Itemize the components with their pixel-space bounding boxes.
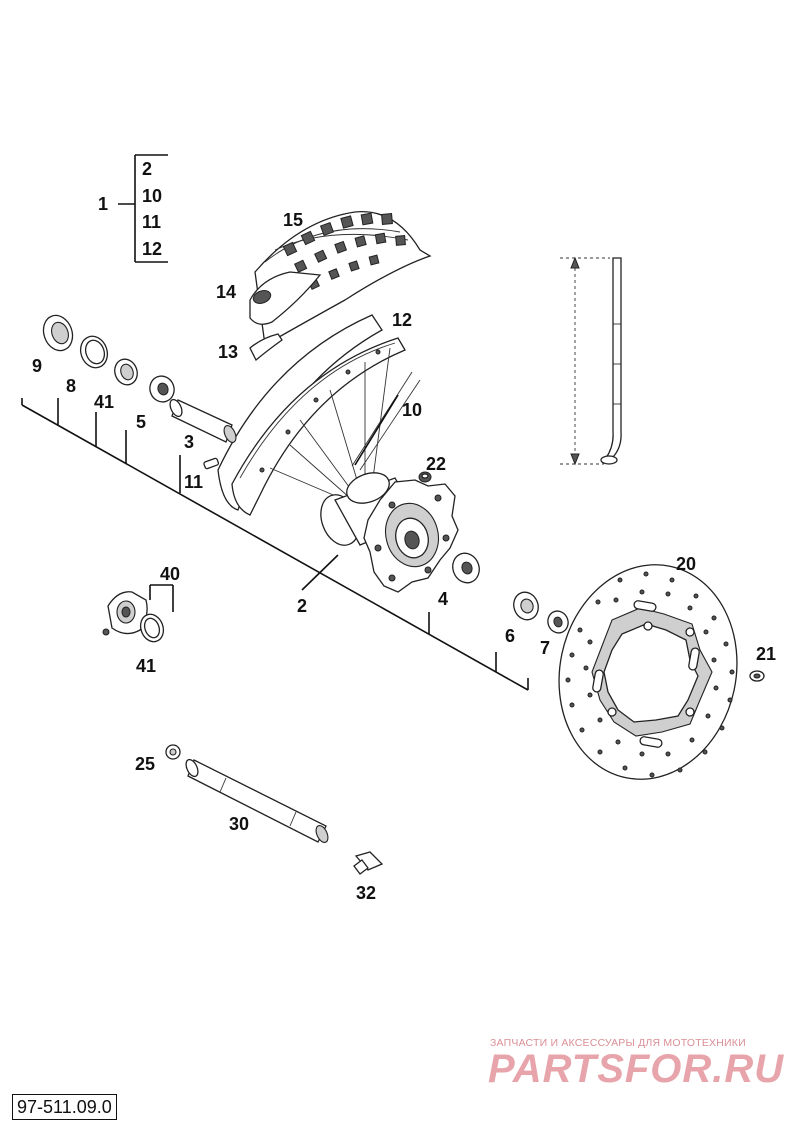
label-40: 40 — [160, 564, 180, 584]
ring-41 — [114, 358, 138, 386]
label-25: 25 — [135, 754, 155, 774]
ring-8 — [79, 335, 109, 369]
rim — [217, 314, 406, 516]
seal-6 — [513, 591, 539, 621]
label-22: 22 — [426, 454, 446, 474]
label-12-bracket: 12 — [142, 239, 162, 259]
tyre — [254, 211, 432, 347]
label-8: 8 — [66, 376, 76, 396]
spokes — [269, 347, 421, 501]
hub — [320, 472, 459, 593]
label-10-bracket: 10 — [142, 186, 162, 206]
spacer-7 — [547, 610, 569, 634]
label-3: 3 — [184, 432, 194, 452]
label-2: 2 — [297, 596, 307, 616]
label-30: 30 — [229, 814, 249, 834]
label-11-bracket: 11 — [142, 212, 161, 232]
bolt-11 — [203, 457, 220, 470]
label-6: 6 — [505, 626, 515, 646]
label-4: 4 — [438, 589, 448, 609]
axle-nut-25 — [165, 744, 181, 760]
seal-9 — [42, 314, 74, 352]
speedo-drive — [102, 584, 174, 643]
axle-30 — [185, 758, 329, 843]
label-41-left: 41 — [94, 392, 114, 412]
label-9: 9 — [32, 356, 42, 376]
label-10: 10 — [402, 400, 422, 420]
watermark-tagline: ЗАПЧАСТИ И АКСЕССУАРЫ ДЛЯ МОТОТЕХНИКИ — [490, 1037, 746, 1049]
inner-tube — [249, 271, 322, 325]
disc-bolt-21 — [749, 670, 765, 682]
label-11: 11 — [184, 472, 203, 492]
spoke-length-reference — [560, 256, 622, 466]
bearing-4 — [452, 552, 480, 584]
bearing-5 — [149, 375, 175, 403]
rim-tape — [249, 333, 283, 362]
label-20: 20 — [676, 554, 696, 574]
brake-disc — [558, 564, 738, 780]
label-7: 7 — [540, 638, 550, 658]
axis-line — [21, 398, 529, 691]
label-12: 12 — [392, 310, 412, 330]
label-32: 32 — [356, 883, 376, 903]
label-15: 15 — [283, 210, 303, 230]
label-41-lower: 41 — [136, 656, 156, 676]
plug-22 — [418, 471, 432, 483]
label-5: 5 — [136, 412, 146, 432]
label-2-bracket: 2 — [142, 159, 152, 179]
label-13: 13 — [218, 342, 238, 362]
assembly-bracket — [118, 154, 168, 263]
watermark-logo: PARTSFOR.RU — [488, 1047, 784, 1091]
label-14: 14 — [216, 282, 236, 302]
label-1: 1 — [98, 194, 108, 214]
label-21: 21 — [756, 644, 776, 664]
axle-bolt-32 — [353, 851, 384, 875]
spacer-3 — [169, 398, 237, 443]
document-code: 97-511.09.0 — [12, 1094, 117, 1120]
